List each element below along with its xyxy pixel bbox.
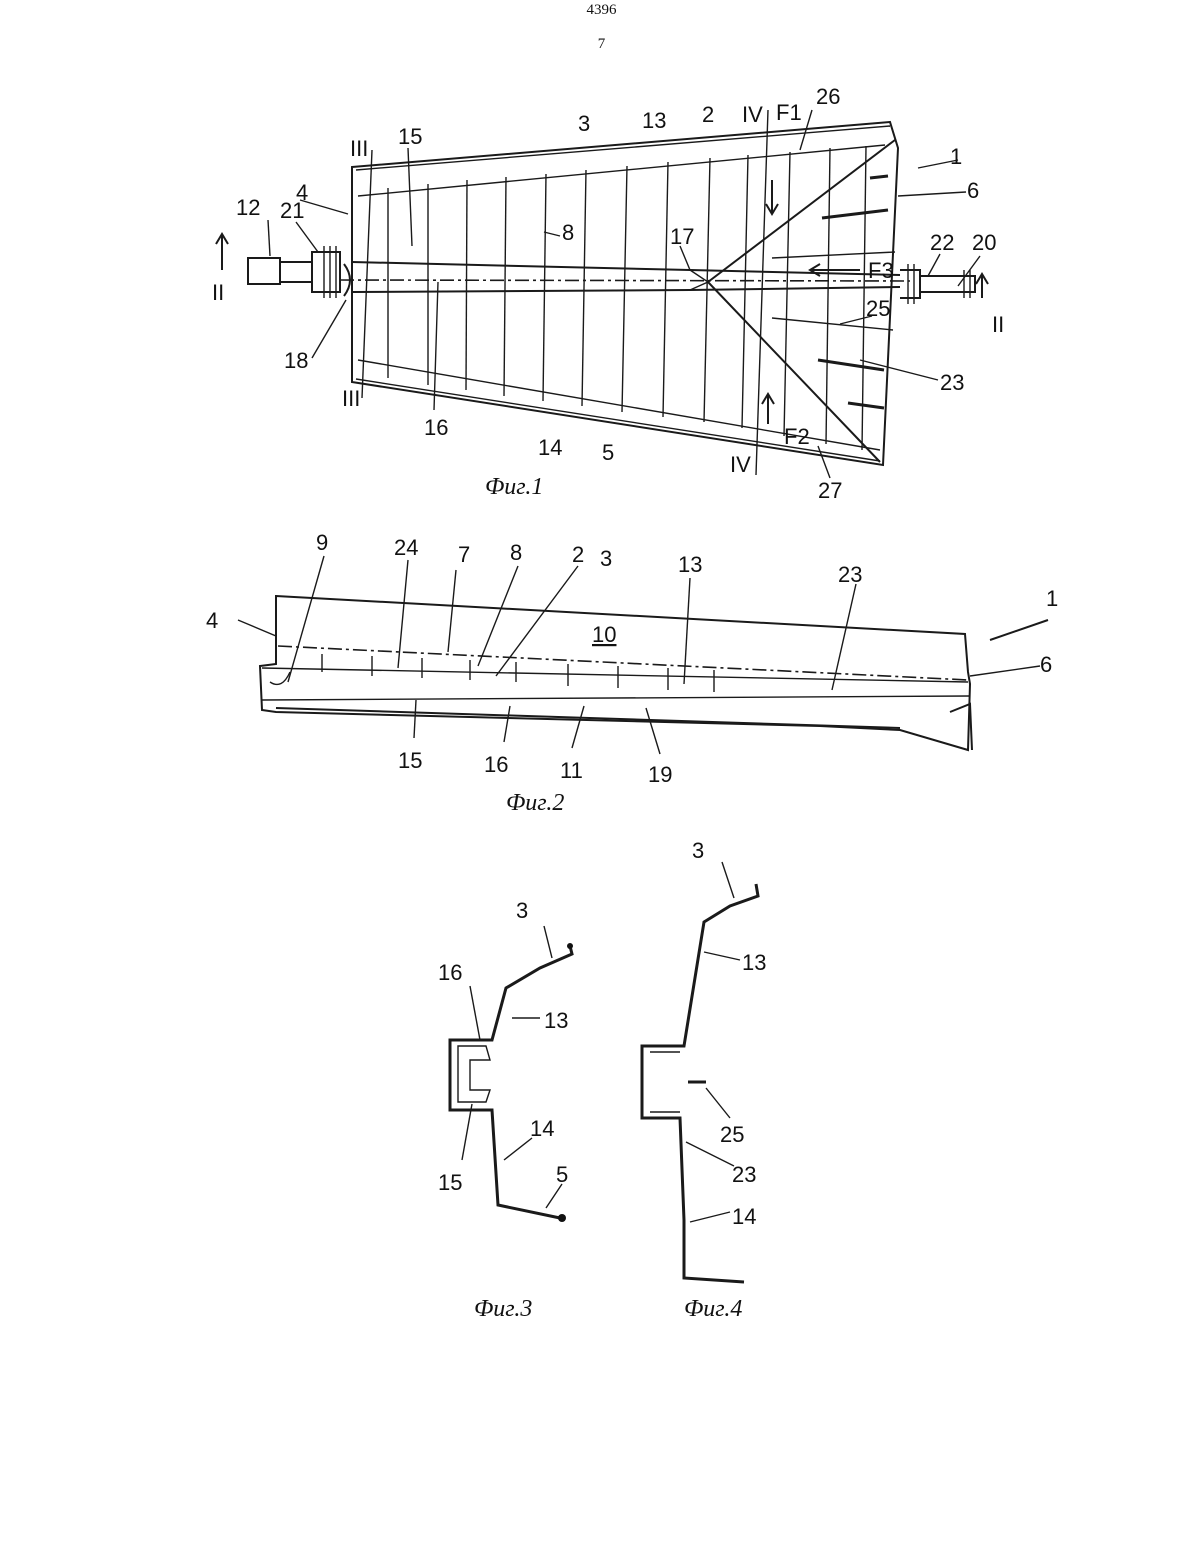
fig2-label-4: 4 xyxy=(206,608,218,633)
fig1-flow-f3: F3 xyxy=(868,258,894,283)
fig1-label-26: 26 xyxy=(816,84,840,109)
fig1-section-ii-left: II xyxy=(212,280,224,305)
fig1-label-25: 25 xyxy=(866,296,890,321)
fig1-label-14: 14 xyxy=(538,435,562,460)
fig4-caption: Фиг.4 xyxy=(684,1296,742,1322)
figure-4: 3 13 25 23 14 Фиг.4 xyxy=(642,838,766,1322)
fig1-label-15: 15 xyxy=(398,124,422,149)
fig1-label-6: 6 xyxy=(967,178,979,203)
fig3-profile xyxy=(450,946,572,1218)
fig2-label-24: 24 xyxy=(394,535,418,560)
fig1-section-ii-right: II xyxy=(992,312,1004,337)
fig1-label-17: 17 xyxy=(670,224,694,249)
fig4-label-23: 23 xyxy=(732,1162,756,1187)
fig2-label-15: 15 xyxy=(398,748,422,773)
fig2-label-16: 16 xyxy=(484,752,508,777)
section-line-iv xyxy=(756,110,768,475)
fig3-label-13: 13 xyxy=(544,1008,568,1033)
fig3-label-14: 14 xyxy=(530,1116,554,1141)
fig1-label-2: 2 xyxy=(702,102,714,127)
fig2-caption: Фиг.2 xyxy=(506,790,564,816)
fig2-label-6: 6 xyxy=(1040,652,1052,677)
fig2-label-19: 19 xyxy=(648,762,672,787)
fig2-label-11: 11 xyxy=(560,758,583,783)
fig4-label-25: 25 xyxy=(720,1122,744,1147)
fig2-label-7: 7 xyxy=(458,542,470,567)
fig1-ribs xyxy=(388,146,866,450)
fig2-label-3: 3 xyxy=(600,546,612,571)
fig2-label-10: 10 xyxy=(592,622,616,647)
fig1-label-23: 23 xyxy=(940,370,964,395)
fig3-label-5: 5 xyxy=(556,1162,568,1187)
fig1-label-18: 18 xyxy=(284,348,308,373)
fig1-label-12: 12 xyxy=(236,195,260,220)
fig2-label-8: 8 xyxy=(510,540,522,565)
fig1-label-22: 22 xyxy=(930,230,954,255)
figure-2: 9 24 7 8 2 3 13 23 1 4 6 10 15 16 11 19 … xyxy=(206,530,1058,816)
fig1-section-iii-bottom: III xyxy=(342,386,360,411)
fig1-label-3: 3 xyxy=(578,111,590,136)
fig2-label-1: 1 xyxy=(1046,586,1058,611)
fig3-label-3: 3 xyxy=(516,898,528,923)
fig1-label-20: 20 xyxy=(972,230,996,255)
fig3-label-16: 16 xyxy=(438,960,462,985)
figure-1: 1 2 3 4 5 6 8 12 13 14 15 16 17 18 20 21… xyxy=(212,84,1004,503)
fig4-label-3: 3 xyxy=(692,838,704,863)
fig2-label-23: 23 xyxy=(838,562,862,587)
fig1-label-21: 21 xyxy=(280,198,304,223)
fig1-section-iv-bottom: IV xyxy=(730,452,751,477)
section-line-iii xyxy=(362,150,372,398)
fig1-label-27: 27 xyxy=(818,478,842,503)
figure-3: 3 16 13 15 14 5 Фиг.3 xyxy=(438,898,573,1322)
fig1-label-8: 8 xyxy=(562,220,574,245)
fig2-label-13: 13 xyxy=(678,552,702,577)
fig3-label-15: 15 xyxy=(438,1170,462,1195)
fig1-section-iii-top: III xyxy=(350,136,368,161)
fig2-label-2: 2 xyxy=(572,542,584,567)
fig1-flow-f1: F1 xyxy=(776,100,802,125)
fig4-label-13: 13 xyxy=(742,950,766,975)
fig1-label-16: 16 xyxy=(424,415,448,440)
fig1-label-5: 5 xyxy=(602,440,614,465)
fig2-label-9: 9 xyxy=(316,530,328,555)
fig1-caption: Фиг.1 xyxy=(485,474,543,500)
fig3-caption: Фиг.3 xyxy=(474,1296,532,1322)
fig4-label-14: 14 xyxy=(732,1204,756,1229)
fig1-label-13: 13 xyxy=(642,108,666,133)
fig1-label-1: 1 xyxy=(950,144,962,169)
fig1-flow-f2: F2 xyxy=(784,424,810,449)
fig2-labels: 9 24 7 8 2 3 13 23 1 4 6 10 15 16 11 19 … xyxy=(206,530,1058,816)
fig1-section-iv-top: IV xyxy=(742,102,763,127)
